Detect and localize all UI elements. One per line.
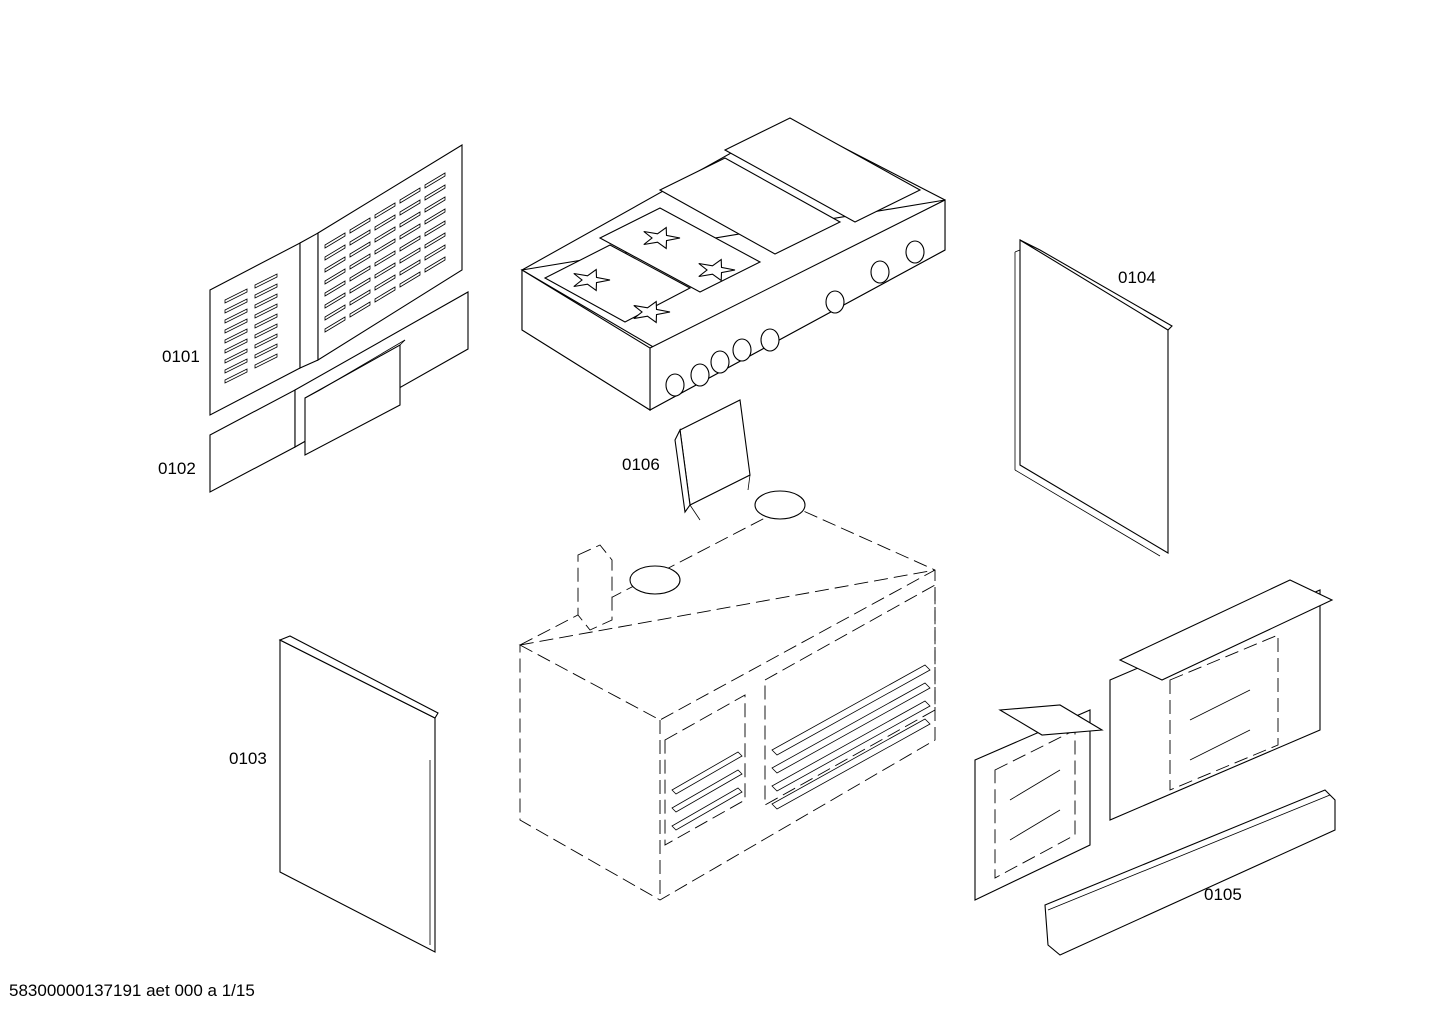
oven-rack (671, 751, 743, 795)
vent-slot (224, 348, 248, 364)
vent-slot (224, 358, 248, 374)
burner-icon (633, 300, 671, 324)
vent-slot (424, 256, 446, 273)
vent-slot (374, 226, 396, 243)
oven-rack (771, 682, 931, 774)
vent-slot (324, 232, 346, 249)
burner-icon (573, 268, 611, 292)
bracket-0106 (674, 399, 751, 521)
vent-slot (254, 293, 278, 309)
vent-slot (254, 353, 278, 369)
vent-slot (349, 277, 371, 294)
control-knob-icon (870, 260, 890, 284)
oven-rack (771, 700, 931, 792)
vent-slot (224, 338, 248, 354)
vent-slot (424, 196, 446, 213)
vent-slot (424, 232, 446, 249)
vent-slot (374, 262, 396, 279)
vent-slot (324, 316, 346, 333)
vent-slot (374, 202, 396, 219)
oven-rack (771, 664, 931, 756)
vent-slot (399, 259, 421, 276)
vent-slot (374, 286, 396, 303)
control-knob-icon (825, 290, 845, 314)
vent-slot (254, 343, 278, 359)
vent-slot (424, 208, 446, 225)
part-label-0106: 0106 (622, 455, 660, 474)
vent-slot (324, 268, 346, 285)
vent-slot (349, 289, 371, 306)
vent-slot (324, 244, 346, 261)
part-label-0104: 0104 (1118, 268, 1156, 287)
vent-slot (399, 211, 421, 228)
vent-slot (349, 301, 371, 318)
oven-body (518, 490, 936, 901)
side-panel-0104 (1014, 239, 1173, 557)
vent-slot (374, 274, 396, 291)
vent-slot (399, 223, 421, 240)
control-knob-icon (710, 350, 730, 374)
vent-slot (254, 283, 278, 299)
vent-slot (254, 313, 278, 329)
vent-slot (374, 214, 396, 231)
part-label-0102: 0102 (158, 459, 196, 478)
oven-rack (771, 718, 931, 810)
vent-slot (224, 328, 248, 344)
part-label-0101: 0101 (162, 347, 200, 366)
vent-slot (399, 199, 421, 216)
vent-slot (349, 217, 371, 234)
vent-slot (224, 318, 248, 334)
control-knob-icon (760, 328, 780, 352)
vent-slot (424, 184, 446, 201)
part-label-0105: 0105 (1204, 885, 1242, 904)
vent-slot (324, 304, 346, 321)
cooktop (520, 117, 946, 411)
vent-slot (349, 265, 371, 282)
vent-slot (349, 229, 371, 246)
vent-slot (424, 244, 446, 261)
doors-0105 (974, 579, 1336, 956)
vent-slot (324, 280, 346, 297)
vent-slot (224, 298, 248, 314)
back-panel-0101 (209, 144, 463, 416)
vent-slot (349, 253, 371, 270)
vent-slot (424, 172, 446, 189)
control-knob-icon (732, 338, 752, 362)
vent-slot (224, 368, 248, 384)
vent-slot (399, 247, 421, 264)
oven-rack (671, 769, 743, 813)
vent-slot (324, 292, 346, 309)
control-knob-icon (690, 363, 710, 387)
lower-panel-0102 (209, 291, 469, 493)
burner-icon (698, 258, 736, 282)
vent-slot (374, 250, 396, 267)
vent-slot (254, 273, 278, 289)
vent-slot (374, 238, 396, 255)
document-id: 58300000137191 aet 000 a 1/15 (9, 981, 255, 1000)
vent-slot (254, 333, 278, 349)
vent-slot (424, 220, 446, 237)
vent-slot (399, 187, 421, 204)
vent-slot (224, 308, 248, 324)
vent-slot (349, 241, 371, 258)
vent-slot (324, 256, 346, 273)
burner-icon (643, 226, 681, 250)
vent-slot (254, 323, 278, 339)
vent-slot (399, 271, 421, 288)
oven-rack (671, 787, 743, 831)
vent-slot (224, 288, 248, 304)
side-panel-0103 (278, 635, 439, 953)
vent-slot (254, 303, 278, 319)
control-knob-icon (665, 373, 685, 397)
vent-slot (399, 235, 421, 252)
part-label-0103: 0103 (229, 749, 267, 768)
control-knob-icon (905, 240, 925, 264)
